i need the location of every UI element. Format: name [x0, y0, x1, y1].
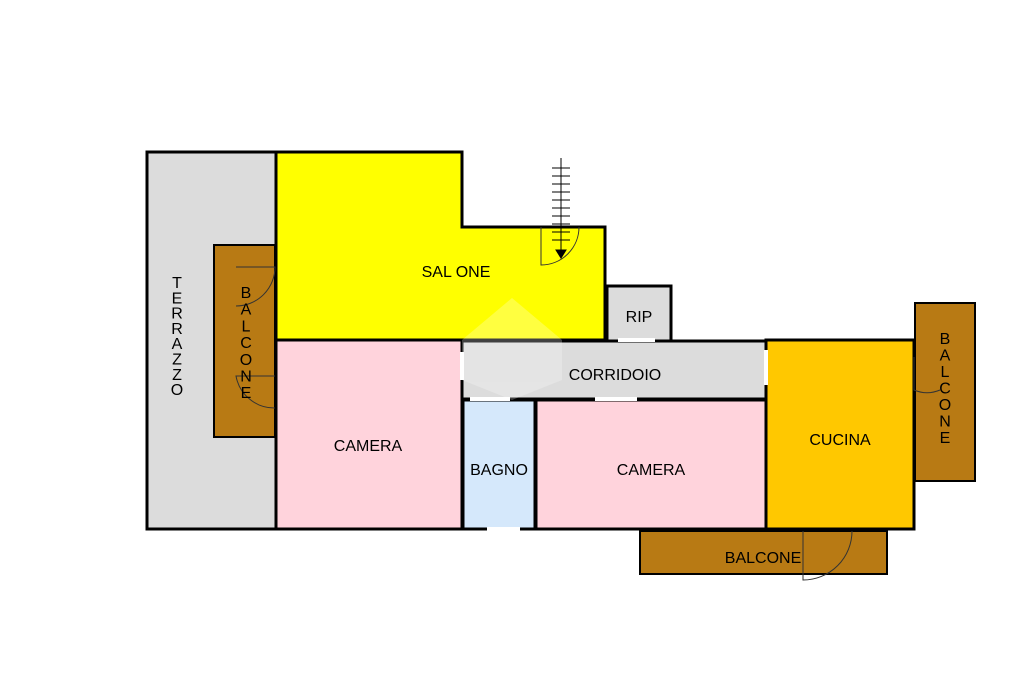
- vertical-label-letter: O: [171, 382, 183, 399]
- vertical-label-letter: R: [171, 321, 183, 338]
- vertical-label-letter: L: [242, 318, 251, 335]
- vertical-label-letter: L: [941, 364, 950, 381]
- vertical-label-letter: C: [240, 335, 252, 352]
- bagno-label: BAGNO: [470, 462, 528, 479]
- vertical-label-letter: T: [172, 275, 182, 292]
- balcone-right: [914, 302, 976, 482]
- watermark-logo: [462, 298, 562, 400]
- balcone-left: [213, 244, 276, 438]
- camera-right-room: [534, 398, 768, 531]
- salone-label: SAL ONE: [422, 264, 491, 281]
- rip-label: RIP: [626, 309, 653, 326]
- balcone-right-label: BALCONE: [939, 331, 951, 447]
- vertical-label-letter: B: [241, 285, 252, 302]
- vertical-label-letter: O: [240, 352, 252, 369]
- vertical-label-letter: A: [172, 336, 183, 353]
- vertical-label-letter: E: [241, 385, 252, 402]
- vertical-label-letter: N: [240, 369, 252, 386]
- corridoio-label: CORRIDOIO: [569, 367, 661, 384]
- vertical-label-letter: E: [172, 290, 183, 307]
- vertical-label-letter: A: [940, 348, 951, 365]
- vertical-label-letter: N: [939, 414, 951, 431]
- cucina-room: [764, 338, 916, 531]
- camera-left-room: [274, 338, 464, 531]
- salone-room: [274, 150, 607, 342]
- vertical-label-letter: B: [940, 331, 951, 348]
- vertical-label-letter: R: [171, 306, 183, 323]
- camera-left-label: CAMERA: [334, 438, 403, 455]
- vertical-label-letter: Z: [172, 367, 182, 384]
- cucina-label: CUCINA: [809, 432, 871, 449]
- vertical-label-letter: E: [940, 430, 951, 447]
- door-openings: [460, 338, 768, 531]
- balcone-bottom: [639, 530, 888, 575]
- balcone-left-label: BALCONE: [240, 285, 252, 402]
- vertical-label-letter: Z: [172, 352, 182, 369]
- balcone-bottom-label: BALCONE: [725, 550, 801, 567]
- vertical-label-letter: O: [939, 397, 951, 414]
- door-swings: [235, 226, 941, 581]
- vertical-label-letter: C: [939, 381, 951, 398]
- entrance-stairs-icon: [552, 158, 570, 259]
- camera-right-label: CAMERA: [617, 462, 686, 479]
- vertical-label-letter: A: [241, 302, 252, 319]
